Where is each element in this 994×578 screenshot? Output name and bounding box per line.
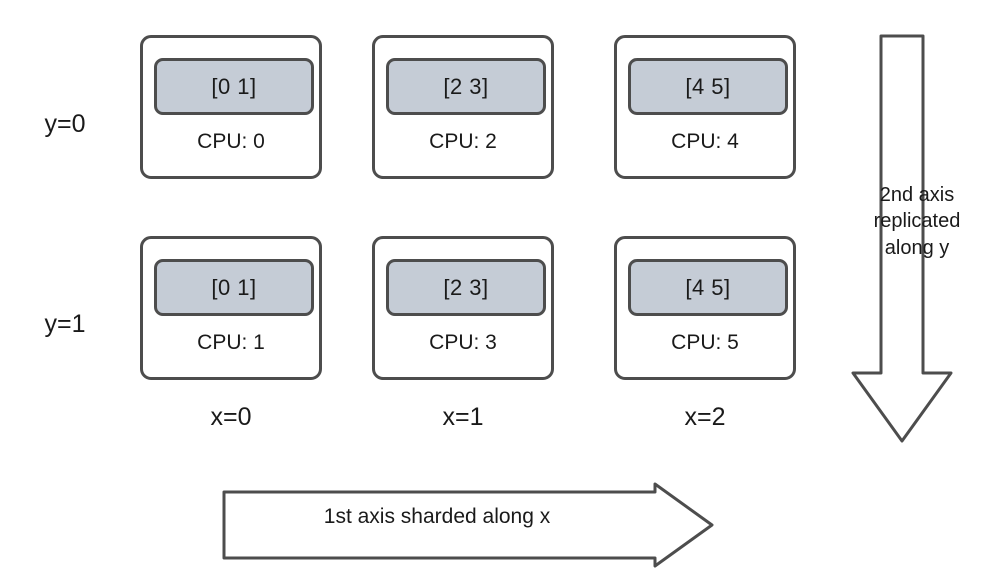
cpu-label-r0c1: CPU: 2 (429, 130, 497, 153)
cpu-label-r1c2: CPU: 5 (671, 331, 739, 354)
shard-chip-r0c0: [0 1] (154, 58, 314, 115)
row-axis-label-y1: y=1 (44, 310, 86, 338)
vertical-arrow-label-line-1: 2nd axis (879, 184, 955, 206)
cpu-label-r0c0: CPU: 0 (197, 130, 265, 153)
cpu-card-r1c0[interactable]: [0 1] CPU: 1 (140, 236, 322, 380)
shard-chip-r1c2: [4 5] (628, 259, 788, 316)
cpu-card-r1c2[interactable]: [4 5] CPU: 5 (614, 236, 796, 380)
shard-chip-r1c0: [0 1] (154, 259, 314, 316)
col-axis-label-x1: x=1 (442, 403, 484, 431)
row-axis-label-y0: y=0 (44, 110, 86, 138)
col-axis-label-x0: x=0 (210, 403, 252, 431)
cpu-card-r0c2[interactable]: [4 5] CPU: 4 (614, 35, 796, 179)
vertical-arrow-label-line-2: replicated (873, 210, 961, 233)
cpu-label-r0c2: CPU: 4 (671, 130, 739, 153)
cpu-label-r1c1: CPU: 3 (429, 331, 497, 354)
col-axis-label-x2: x=2 (684, 403, 726, 431)
shard-chip-r1c1: [2 3] (386, 259, 546, 316)
vertical-arrow-label: 2nd axis replicated along y (840, 182, 994, 261)
cpu-card-r1c1[interactable]: [2 3] CPU: 3 (372, 236, 554, 380)
cpu-label-r1c0: CPU: 1 (197, 331, 265, 354)
cpu-card-r0c1[interactable]: [2 3] CPU: 2 (372, 35, 554, 179)
shard-chip-r0c1: [2 3] (386, 58, 546, 115)
vertical-arrow-label-line-3: along y (884, 236, 950, 259)
right-arrow-icon (222, 482, 714, 568)
down-arrow-icon (851, 34, 953, 443)
cpu-card-r0c0[interactable]: [0 1] CPU: 0 (140, 35, 322, 179)
horizontal-arrow-label: 1st axis sharded along x (323, 505, 551, 528)
shard-chip-r0c2: [4 5] (628, 58, 788, 115)
